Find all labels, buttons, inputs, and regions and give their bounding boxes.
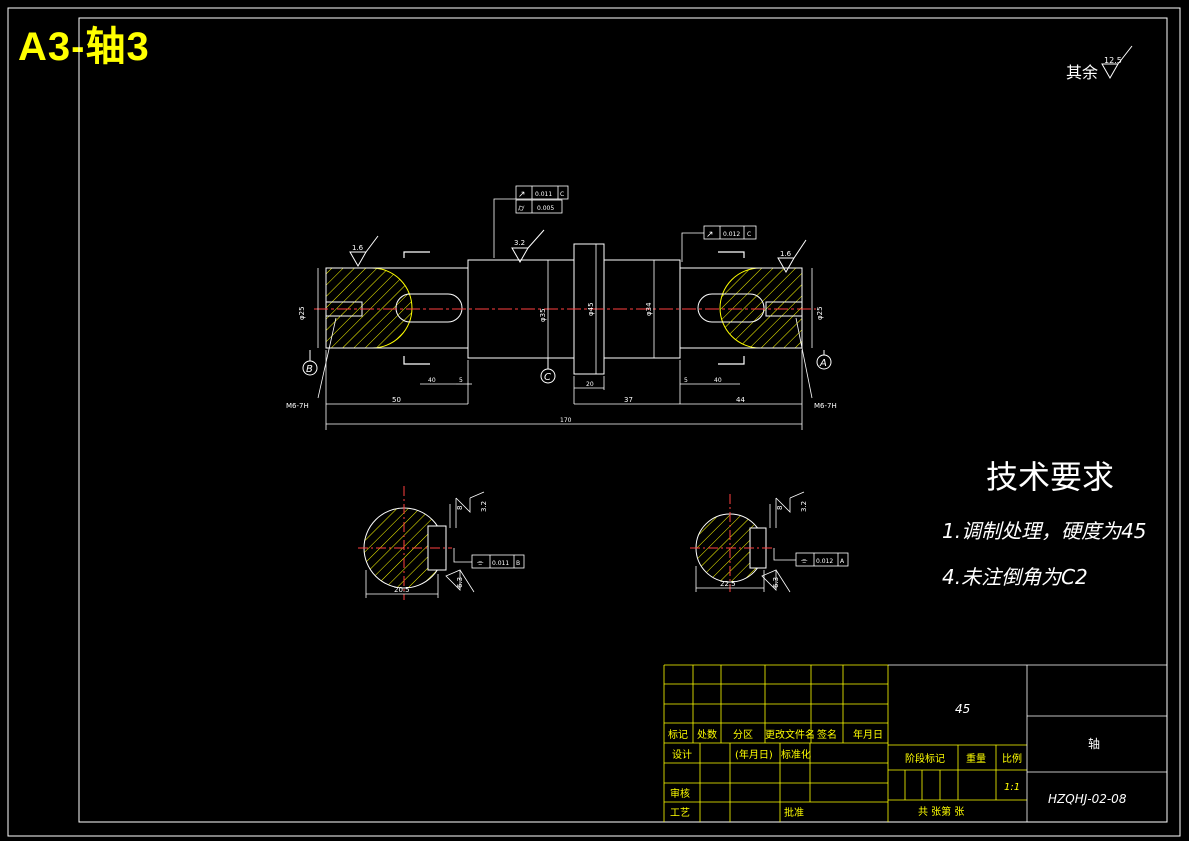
dim-44: 44	[736, 396, 745, 404]
right-end-section-hatch	[719, 267, 803, 349]
document-title: A3-轴3	[18, 25, 150, 69]
roughness-symbol-icon	[1101, 45, 1133, 80]
section-a-tol-value: 0.012	[816, 558, 833, 565]
shaft-main-view: φ25 φ35 φ45 φ34 φ25 1.6 3.2 1.6	[286, 185, 837, 430]
section-a-sym-icon: ⌯	[801, 556, 808, 565]
tol-right-symbol: ↗	[706, 230, 714, 240]
thread-left-leader	[317, 317, 337, 399]
tol-lower-value: 0.005	[537, 205, 554, 212]
section-a-tol-datum: A	[840, 558, 845, 565]
roughness-mid: 3.2	[514, 239, 525, 247]
technical-requirements: 技术要求 1.调制处理，硬度为45 4.未注倒角为C2	[942, 458, 1147, 589]
dim-37: 37	[624, 396, 633, 404]
section-b-keywidth: 8	[456, 506, 464, 510]
dim-50: 50	[392, 396, 401, 404]
roughness-note-label: 其余	[1066, 63, 1098, 82]
section-view-b: 20.5 8 3.2 ⌯ 0.011 B 6.3	[358, 486, 525, 600]
section-b-depth: 20.5	[394, 586, 410, 594]
thread-right-label: M6-7H	[814, 402, 837, 410]
tol-right-datum: C	[747, 231, 751, 238]
header-zone: 分区	[733, 729, 753, 741]
dim-5b: 5	[684, 377, 688, 384]
process-label: 工艺	[670, 807, 690, 819]
section-a-depth: 22.5	[720, 580, 736, 588]
diameter-label-5: φ25	[816, 306, 824, 320]
thread-right-leader	[795, 317, 813, 399]
datum-center: C	[544, 372, 551, 383]
tol-upper-symbol: ↗	[518, 190, 526, 200]
diameter-dims	[317, 244, 813, 374]
design-label: 设计	[672, 748, 692, 761]
scale-value: 1:1	[1004, 782, 1020, 793]
roughness-left: 1.6	[352, 244, 364, 252]
section-view-a: 22.5 8 3.2 ⌯ 0.012 A 6.3	[690, 491, 849, 593]
outer-border	[7, 7, 1181, 837]
dim-20: 20	[586, 381, 594, 388]
header-change: 更改文件名	[765, 728, 815, 741]
header-sign: 签名	[817, 728, 837, 741]
shaft-roughness-symbols	[349, 229, 807, 274]
section-a-keywidth: 8	[776, 506, 784, 510]
section-a-roughness-b: 6.3	[772, 577, 780, 588]
ratio-label: 比例	[1002, 752, 1022, 765]
tolerance-frame-right	[681, 225, 757, 262]
tol-right-value: 0.012	[723, 231, 740, 238]
section-b-tol-datum: B	[516, 560, 520, 567]
datum-left: B	[306, 364, 313, 375]
diameter-label-1: φ25	[298, 306, 306, 320]
dim-40b: 40	[714, 377, 722, 384]
standardize-label: 标准化	[781, 748, 811, 761]
datum-right: A	[819, 358, 827, 369]
diameter-label-3: φ45	[587, 302, 595, 316]
design-date-label: (年月日)	[735, 748, 773, 761]
approve-label: 批准	[784, 806, 804, 819]
tol-lower-symbol: ⌭	[518, 204, 525, 214]
tech-req-item-2: 4.未注倒角为C2	[942, 565, 1088, 589]
stage-label: 阶段标记	[905, 752, 945, 765]
section-b-sym-icon: ⌯	[477, 558, 484, 567]
drawing-number: HZQHJ-02-08	[1048, 792, 1127, 806]
thread-left-label: M6-7H	[286, 402, 309, 410]
sheets-label: 共 张第 张	[918, 805, 964, 818]
inner-border	[78, 17, 1168, 823]
header-date: 年月日	[853, 728, 883, 741]
section-b-roughness-a: 3.2	[480, 501, 488, 512]
tol-upper-value: 0.011	[535, 191, 552, 198]
dim-40a: 40	[428, 377, 436, 384]
section-b-tol-value: 0.011	[492, 560, 509, 567]
tol-upper-datum: C	[560, 191, 564, 198]
material: 45	[955, 702, 970, 716]
roughness-right: 1.6	[780, 250, 792, 258]
tech-req-item-1: 1.调制处理，硬度为45	[942, 519, 1147, 543]
part-name: 轴	[1088, 736, 1100, 751]
section-cut-markers	[403, 251, 745, 365]
dim-5a: 5	[459, 377, 463, 384]
review-label: 审核	[670, 787, 690, 800]
tolerance-frame-upper	[493, 185, 569, 258]
diameter-label-4: φ34	[645, 302, 653, 316]
tech-req-title: 技术要求	[986, 458, 1114, 496]
length-dims	[325, 350, 803, 430]
header-mark: 标记	[668, 729, 688, 741]
datum-markers	[302, 350, 832, 384]
roughness-note-value: 12.5	[1104, 56, 1122, 65]
section-a-roughness-a: 3.2	[800, 501, 808, 512]
section-b-roughness-b: 6.3	[456, 577, 464, 588]
diameter-label-2: φ35	[539, 308, 547, 322]
general-roughness-note: 其余 12.5	[1066, 45, 1133, 82]
header-count: 处数	[697, 728, 717, 741]
weight-label: 重量	[966, 752, 986, 765]
left-end-section-hatch	[325, 267, 413, 349]
dim-total: 170	[560, 417, 572, 424]
title-block: 45 轴 HZQHJ-02-08 标记 处数 分区 更改文件名 签名 年月日 设…	[663, 664, 1167, 822]
